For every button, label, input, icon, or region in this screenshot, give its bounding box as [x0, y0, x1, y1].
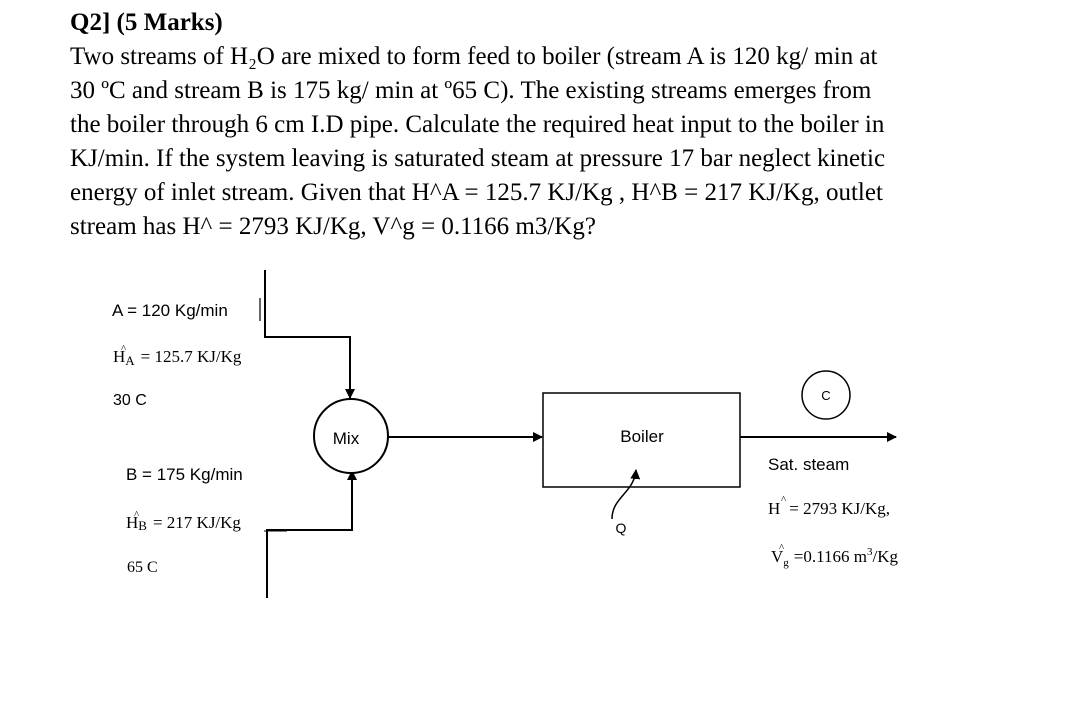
question-line-2: 30 ºC and stream B is 175 kg/ min at º65…: [70, 77, 872, 104]
outlet-volume-label: Vg =0.1166 m3/Kg: [771, 546, 898, 569]
stream-b-enthalpy-value: = 217 KJ/Kg: [153, 513, 241, 532]
outlet-volume-exp: 3: [867, 546, 873, 558]
stream-a-hat: ^: [121, 343, 127, 355]
mixer-label: Mix: [333, 429, 360, 448]
outlet-volume-sub: g: [783, 557, 789, 569]
question-line-4: KJ/min. If the system leaving is saturat…: [70, 145, 886, 172]
heat-label: Q: [616, 520, 627, 536]
outlet-enthalpy-value: = 2793 KJ/Kg,: [789, 499, 890, 518]
stream-b-pipe: [266, 470, 357, 598]
outlet-volume-hat: ^: [779, 542, 785, 554]
stream-a-enthalpy-value: = 125.7 KJ/Kg: [141, 347, 242, 366]
question-heading: Q2] (5 Marks): [70, 9, 223, 36]
stream-b-temperature: 65 C: [127, 559, 158, 576]
stream-a-flow-label: A = 120 Kg/min: [112, 301, 228, 320]
question-text: Two streams of H₂O are mixed to form fee…: [70, 40, 1030, 244]
question-line-1: Two streams of H₂O are mixed to form fee…: [70, 43, 878, 70]
stream-b-enthalpy-label: HB = 217 KJ/Kg: [126, 513, 241, 533]
stream-c-marker: [801, 370, 851, 420]
question-line-6: stream has H^ = 2793 KJ/Kg, V^g = 0.1166…: [70, 213, 596, 240]
boiler-label: Boiler: [620, 427, 664, 446]
outlet-enthalpy-symbol: H: [768, 499, 780, 518]
outlet-enthalpy-hat: ^: [781, 494, 787, 506]
stream-a-enthalpy-symbol: H: [113, 347, 125, 366]
question-line-5: energy of inlet stream. Given that H^A =…: [70, 179, 883, 206]
outlet-state-label: Sat. steam: [768, 455, 849, 474]
outlet-volume-unit: /Kg: [872, 547, 898, 566]
stream-c-label: C: [821, 388, 830, 403]
stream-b-enthalpy-symbol: H: [126, 513, 138, 532]
stream-b-enthalpy-sub: B: [138, 518, 147, 533]
outlet-enthalpy-label: H = 2793 KJ/Kg,: [768, 499, 890, 518]
heat-input-arrow: [611, 469, 641, 520]
stream-a-pipe: [264, 270, 355, 399]
question-block: Q2] (5 Marks) Two streams of H₂O are mix…: [70, 6, 1030, 244]
outlet-volume-symbol: V: [771, 547, 784, 566]
stream-b-flow-label: B = 175 Kg/min: [126, 465, 243, 484]
boiler-box: [542, 392, 741, 488]
stream-a-enthalpy-sub: A: [125, 353, 135, 368]
stream-b-hat: ^: [134, 509, 140, 521]
stream-a-temperature: 30 C: [113, 392, 147, 409]
outlet-volume-value: =0.1166 m: [794, 547, 867, 566]
stream-a-enthalpy-label: HA = 125.7 KJ/Kg: [113, 347, 242, 368]
question-line-3: the boiler through 6 cm I.D pipe. Calcul…: [70, 111, 885, 138]
